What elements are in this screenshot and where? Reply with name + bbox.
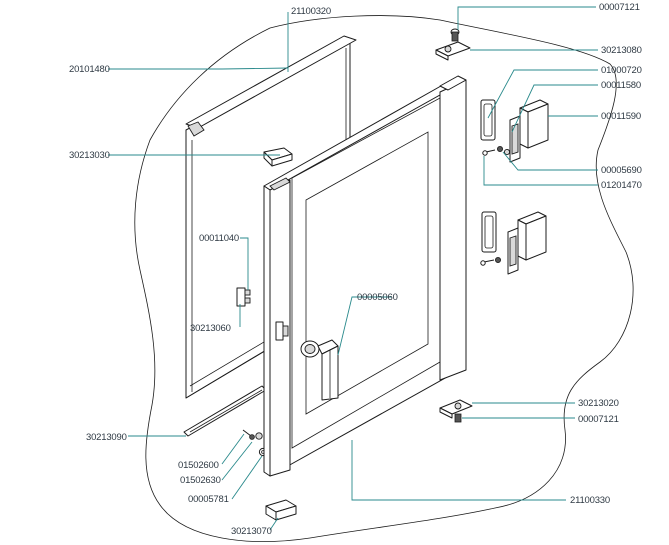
top-hinge-00007121 bbox=[450, 28, 460, 42]
label-00007121-top: 00007121 bbox=[599, 2, 640, 13]
upper-lock-box-00011590 bbox=[519, 99, 549, 149]
leader-lines bbox=[108, 6, 598, 531]
label-00011040: 00011040 bbox=[199, 233, 239, 244]
label-30213070: 30213070 bbox=[231, 526, 272, 537]
label-01502630: 01502630 bbox=[180, 475, 221, 486]
label-00011580: 00011580 bbox=[601, 80, 641, 91]
assembly-boundary bbox=[134, 15, 634, 542]
bottom-rail-30213090 bbox=[183, 385, 267, 437]
door-handle bbox=[300, 339, 339, 401]
label-01000720: 01000720 bbox=[601, 65, 642, 76]
lower-screws bbox=[480, 256, 501, 266]
label-30213020: 30213020 bbox=[578, 398, 619, 409]
label-00005060: 00005060 bbox=[357, 292, 398, 303]
screws-washers bbox=[242, 429, 268, 457]
clip-30213030 bbox=[263, 147, 293, 167]
label-00005781: 00005781 bbox=[188, 494, 229, 505]
label-00011590: 00011590 bbox=[601, 111, 641, 122]
upper-gasket-01000720 bbox=[480, 99, 496, 141]
label-01502600: 01502600 bbox=[178, 460, 219, 471]
label-30213080: 30213080 bbox=[601, 45, 642, 56]
label-20101480: 20101480 bbox=[69, 64, 110, 75]
label-01201470: 01201470 bbox=[601, 180, 642, 191]
lower-lock-box bbox=[517, 211, 547, 261]
bottom-bracket-30213070 bbox=[265, 499, 297, 521]
upper-latch-00011580 bbox=[509, 115, 521, 163]
hinge-bracket-30213060 bbox=[236, 287, 251, 307]
bottom-hinge-plate-30213020 bbox=[439, 399, 473, 423]
lower-gasket bbox=[481, 211, 497, 253]
label-21100320: 21100320 bbox=[291, 6, 331, 17]
label-00005690: 00005690 bbox=[601, 165, 642, 176]
label-30213090: 30213090 bbox=[86, 432, 127, 443]
upper-screws bbox=[482, 145, 511, 156]
label-30213060: 30213060 bbox=[190, 323, 231, 334]
lower-latch bbox=[507, 227, 519, 275]
label-21100330: 21100330 bbox=[570, 495, 610, 506]
top-hinge-plate-30213080 bbox=[435, 41, 471, 61]
label-30213030: 30213030 bbox=[69, 150, 110, 161]
label-00007121-bottom: 00007121 bbox=[578, 414, 619, 425]
